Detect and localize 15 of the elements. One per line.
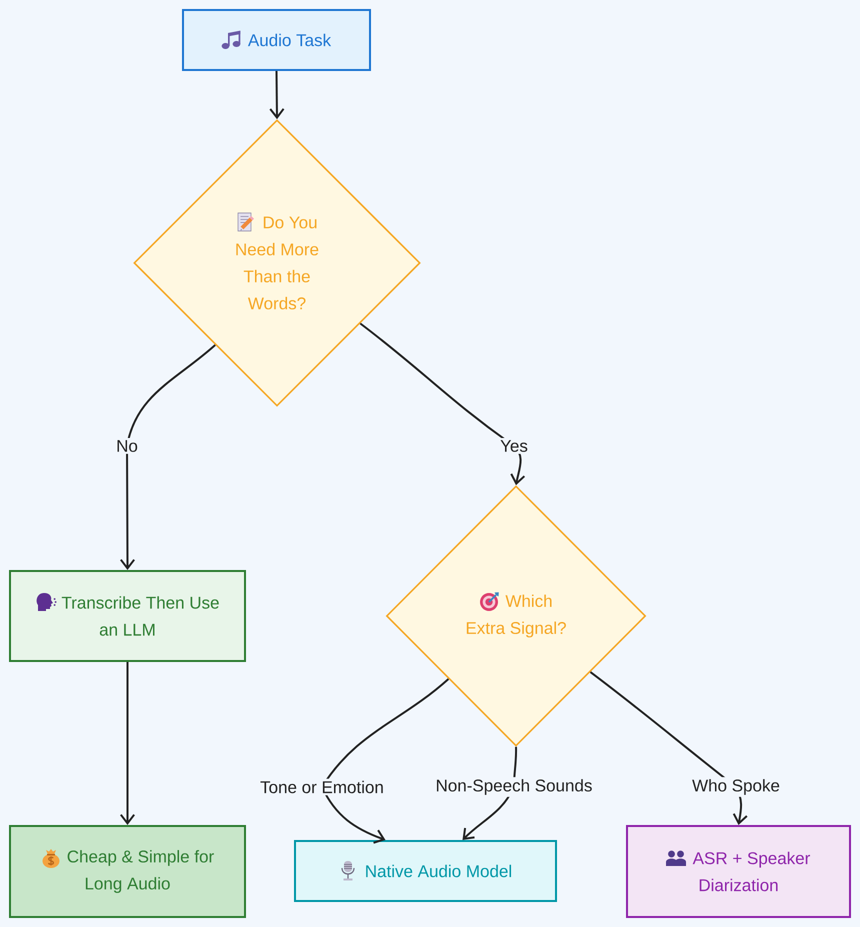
edge-label: Who Spoke: [689, 777, 783, 797]
process-box: Native Audio Model: [294, 840, 557, 902]
edge-label: Yes: [497, 438, 531, 454]
process-box: Cheap & Simple for Long Audio: [9, 825, 246, 918]
arrow: [120, 344, 216, 570]
arrow: [120, 662, 135, 825]
arrow: [269, 70, 284, 120]
arrow: [590, 671, 748, 825]
edge-label: No: [113, 438, 141, 454]
process-box: Transcribe Then Use an LLM: [9, 570, 246, 662]
edge-label: Tone or Emotion: [257, 778, 387, 796]
process-box: Audio Task: [182, 8, 371, 71]
process-box: ASR + Speaker Diarization: [626, 825, 851, 918]
arrow: [360, 322, 526, 486]
edge-label: Non-Speech Sounds: [432, 777, 596, 797]
